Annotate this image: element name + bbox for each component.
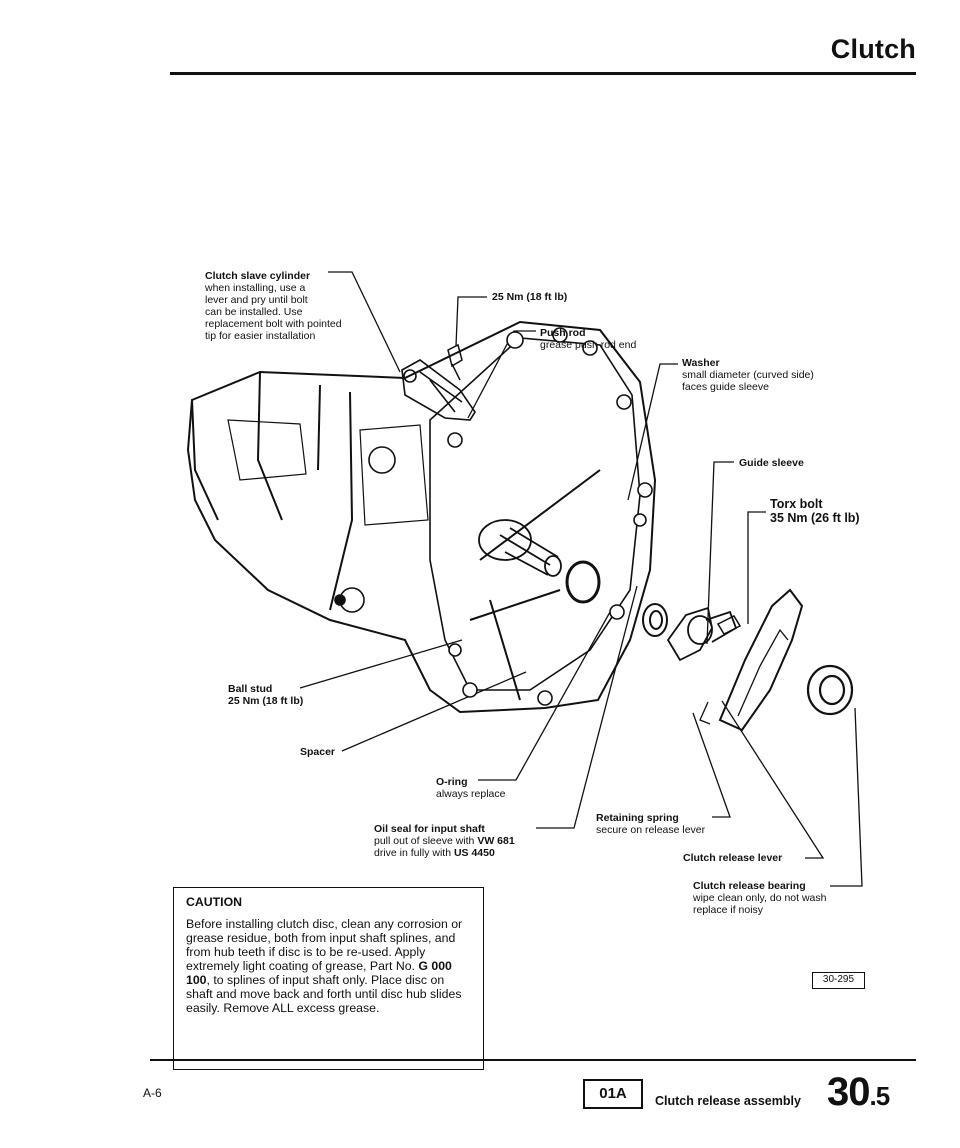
leader-spacer	[341, 671, 527, 752]
o-ring-label: O-ring	[436, 776, 468, 788]
oil-seal-tool-1: VW 681	[477, 835, 515, 847]
slave-cylinder-line-2: lever and pry until bolt	[205, 294, 308, 306]
input-shaft	[478, 519, 562, 577]
caution-body-pre: Before installing clutch disc, clean any…	[186, 917, 463, 973]
slave-cylinder-line-4: replacement bolt with pointed	[205, 318, 342, 330]
oil-seal-label: Oil seal for input shaft	[374, 823, 485, 835]
torx-bolt-label: Torx bolt	[770, 497, 823, 511]
callout-guide-sleeve: Guide sleeve	[739, 457, 804, 469]
caution-body: Before installing clutch disc, clean any…	[186, 917, 471, 1015]
push-rod-label: Push rod	[540, 327, 586, 339]
caution-box: CAUTION Before installing clutch disc, c…	[173, 887, 484, 1070]
o-ring-note: always replace	[436, 788, 506, 800]
slave-cylinder-line-3: can be installed. Use	[205, 306, 303, 318]
o-ring-part	[565, 560, 601, 604]
footer-rule	[150, 1059, 916, 1061]
torx-bolt-part	[716, 615, 742, 635]
washer-line-2: faces guide sleeve	[682, 381, 769, 393]
leader-retaining-spring	[692, 712, 731, 818]
section-minor: .5	[869, 1081, 891, 1111]
section-number: 30.5	[827, 1070, 891, 1115]
oil-seal-part	[642, 603, 668, 637]
page-title: Clutch	[830, 34, 916, 64]
washer-label: Washer	[682, 357, 720, 369]
header-rule	[170, 72, 916, 75]
release-lever-part	[699, 588, 804, 732]
section-major: 30	[827, 1070, 870, 1114]
page-number: A-6	[143, 1086, 162, 1100]
callout-torx-bolt: Torx bolt 35 Nm (26 ft lb)	[770, 497, 860, 525]
oil-seal-line-1-text: pull out of sleeve with	[374, 835, 478, 847]
oil-seal-tool-2: US 4450	[453, 847, 495, 859]
callout-slave-cylinder: Clutch slave cylinder when installing, u…	[205, 270, 380, 342]
oil-seal-line-2-text: drive in fully with	[374, 847, 454, 859]
caution-title: CAUTION	[186, 895, 243, 909]
guide-sleeve-part	[666, 606, 738, 662]
callout-release-lever: Clutch release lever	[683, 852, 782, 864]
leader-push-rod	[467, 330, 536, 419]
callout-push-rod: Push rod grease push rod end	[540, 327, 636, 351]
callout-o-ring: O-ring always replace	[436, 776, 505, 800]
slave-cylinder	[401, 359, 476, 421]
callout-retaining-spring: Retaining spring secure on release lever	[596, 812, 705, 836]
figure-id: 30-295	[812, 972, 865, 989]
model-code-box: 01A	[583, 1079, 643, 1109]
section-title: Clutch release assembly	[655, 1094, 801, 1108]
callout-torque-top: 25 Nm (18 ft lb)	[492, 291, 567, 303]
callout-ball-stud: Ball stud 25 Nm (18 ft lb)	[228, 683, 303, 707]
retaining-spring-label: Retaining spring	[596, 812, 679, 824]
ball-stud-torque: 25 Nm (18 ft lb)	[228, 695, 304, 707]
transmission-housing	[186, 320, 657, 714]
leader-torx-bolt	[747, 511, 766, 624]
oil-seal-line-1: pull out of sleeve with VW 681	[374, 835, 515, 847]
release-bearing-label: Clutch release bearing	[693, 880, 806, 892]
caution-part-no: G 000 100	[186, 959, 452, 987]
leader-release-lever	[721, 700, 825, 859]
slave-cylinder-label: Clutch slave cylinder	[205, 270, 311, 282]
release-bearing-line-1: wipe clean only, do not wash	[693, 892, 827, 904]
caution-body-post: , to splines of input shaft only. Place …	[186, 973, 462, 1015]
slave-cylinder-line-5: tip for easier installation	[205, 330, 316, 342]
callout-washer: Washer small diameter (curved side) face…	[682, 357, 814, 393]
leader-ball-stud	[299, 639, 463, 689]
leader-release-bearing	[830, 707, 863, 887]
torque-top-label: 25 Nm (18 ft lb)	[492, 291, 568, 303]
leader-o-ring	[478, 611, 611, 781]
release-bearing-part	[806, 664, 854, 716]
leader-guide-sleeve	[706, 461, 734, 645]
torx-bolt-torque: 35 Nm (26 ft lb)	[770, 511, 860, 525]
slave-bolt	[447, 343, 463, 381]
push-rod-note: grease push rod end	[540, 339, 637, 351]
leader-slave-cylinder	[328, 271, 401, 373]
oil-seal-line-2: drive in fully with US 4450	[374, 847, 515, 859]
callout-release-bearing: Clutch release bearing wipe clean only, …	[693, 880, 826, 916]
retaining-spring-note: secure on release lever	[596, 824, 706, 836]
ball-stud-label: Ball stud	[228, 683, 273, 695]
release-bearing-line-2: replace if noisy	[693, 904, 764, 916]
spacer-label: Spacer	[300, 746, 336, 758]
callout-spacer: Spacer	[300, 746, 335, 758]
callout-oil-seal: Oil seal for input shaft pull out of sle…	[374, 823, 515, 859]
slave-cylinder-line-1: when installing, use a	[205, 282, 306, 294]
leader-washer	[627, 363, 678, 501]
release-lever-label: Clutch release lever	[683, 852, 783, 864]
washer-line-1: small diameter (curved side)	[682, 369, 814, 381]
housing-bolt-holes	[334, 327, 653, 706]
guide-sleeve-label: Guide sleeve	[739, 457, 804, 469]
leader-torque-top	[455, 296, 487, 347]
